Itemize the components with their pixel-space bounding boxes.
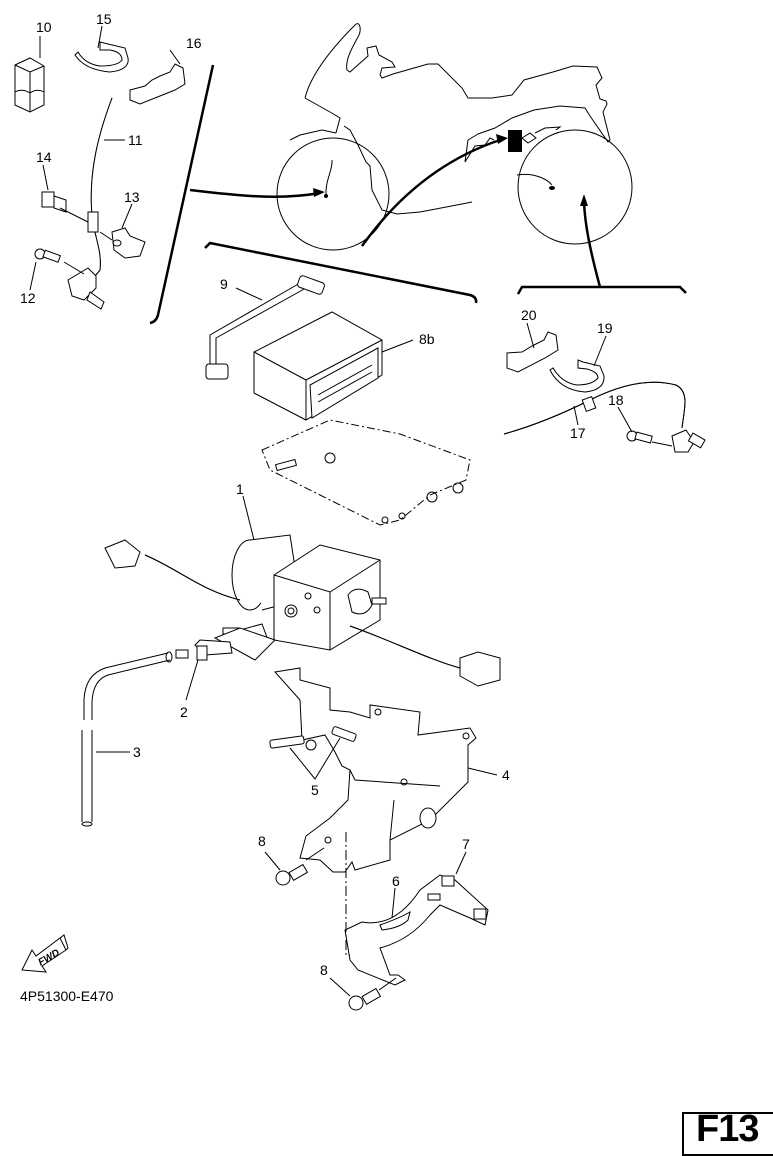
callout-7: 7 <box>462 836 470 852</box>
callout-10: 9 <box>220 276 228 292</box>
callout-15: 14 <box>36 149 52 165</box>
callout-labels: 10 15 16 11 14 13 12 9 8b 20 19 18 17 1 … <box>20 11 624 978</box>
callout-17: 16 <box>186 35 202 51</box>
callout-19: 18 <box>608 392 624 408</box>
callout-21: 20 <box>521 307 537 323</box>
callout-14: 13 <box>124 189 140 205</box>
part-10-band <box>205 275 325 380</box>
part-19-bolt <box>626 430 673 447</box>
part-17-clamp <box>129 63 186 105</box>
callout-12: 11 <box>128 132 143 148</box>
part-13-bolt <box>34 248 62 263</box>
ecu-mount-plate <box>261 419 471 526</box>
part-2-clamp <box>194 639 233 661</box>
callout-9: 8b <box>419 331 435 347</box>
part-11-relay <box>14 57 45 113</box>
page-label: F13 <box>696 1108 759 1150</box>
part-16-clamp <box>74 41 129 73</box>
part-3-hose <box>81 649 189 827</box>
part-6-damper <box>379 910 411 931</box>
callout-8-lower: 8 <box>320 962 328 978</box>
fwd-label: FWD <box>36 948 61 969</box>
part-4-bracket <box>274 667 477 873</box>
callout-11: 10 <box>36 19 52 35</box>
motorcycle-outline <box>276 23 633 251</box>
abs-unit-location-marker <box>508 130 522 152</box>
fwd-arrow-icon: FWD <box>21 934 69 973</box>
callout-20: 19 <box>597 320 613 336</box>
part-7-bracket <box>344 874 489 986</box>
part-14-sensor-bracket <box>111 227 146 259</box>
part-9-ecu <box>253 311 383 421</box>
part-5-damper <box>269 726 357 780</box>
callout-6: 6 <box>392 873 400 889</box>
page-label-box: F13 <box>682 1108 773 1156</box>
part-8-bolt-lower <box>348 987 382 1011</box>
part-8-bolt-upper <box>275 863 309 886</box>
drawing-code: 4P51300-E470 <box>20 988 114 1004</box>
part-12-front-wheel-sensor <box>67 97 113 310</box>
callout-16: 15 <box>96 11 112 27</box>
part-21-clamp <box>506 331 559 373</box>
callout-8-upper: 8 <box>258 833 266 849</box>
callout-5: 5 <box>311 782 319 798</box>
callout-2: 2 <box>180 704 188 720</box>
callout-3: 3 <box>133 744 141 760</box>
callout-1: 1 <box>236 481 244 497</box>
part-1-hydraulic-unit <box>104 534 501 687</box>
callout-4: 4 <box>502 767 510 783</box>
callout-leaders <box>29 25 633 997</box>
callout-13: 12 <box>20 290 36 306</box>
part-20-clamp <box>549 359 605 393</box>
part-15-holder <box>41 191 67 213</box>
callout-18: 17 <box>570 425 586 441</box>
part-18-rear-wheel-sensor <box>503 381 706 453</box>
